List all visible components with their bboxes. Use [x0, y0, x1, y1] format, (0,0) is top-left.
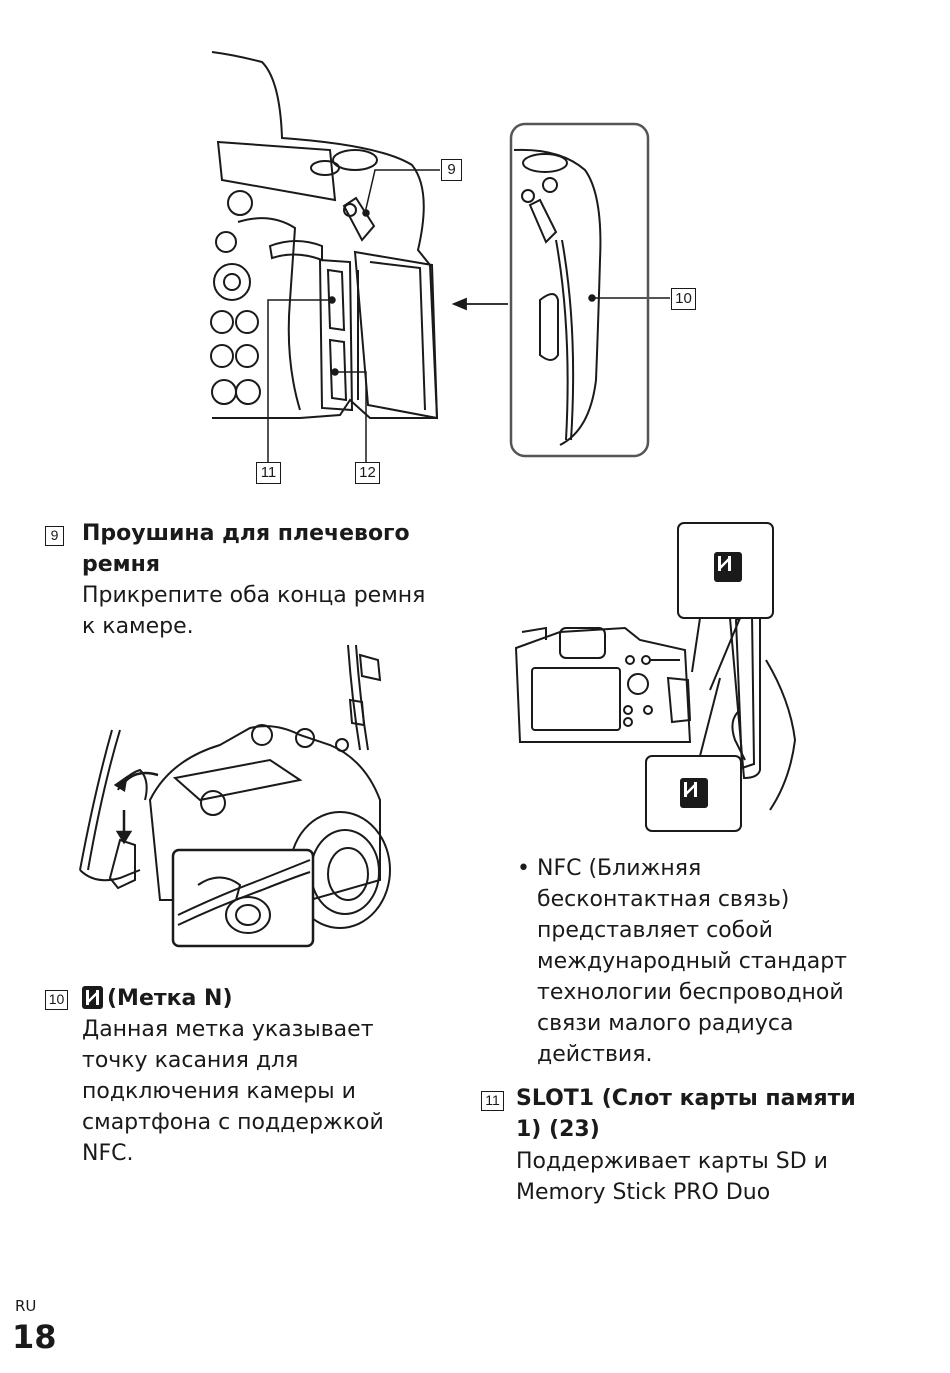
section-11-body: Поддерживает карты SD и Memory Stick PRO…	[516, 1149, 828, 1205]
section-9-body: Прикрепите оба конца ремня к камере.	[82, 583, 426, 639]
section-10-body: Данная метка указывает точку касания для…	[82, 1017, 384, 1166]
callout-10: 10	[671, 288, 696, 310]
callout-9: 9	[441, 159, 462, 181]
section-10-title: (Метка N)	[82, 983, 422, 1014]
item-number-11: 11	[481, 1091, 504, 1111]
nfc-note-list: NFC (Ближняя бесконтактная связь) предст…	[517, 853, 867, 1070]
nfc-note-item: NFC (Ближняя бесконтактная связь) предст…	[517, 853, 867, 1070]
callout-11: 11	[256, 462, 281, 484]
item-number-10: 10	[45, 990, 68, 1010]
n-mark-icon	[82, 986, 103, 1009]
language-code: RU	[15, 1297, 37, 1315]
n-mark-icon-bottom	[680, 778, 708, 808]
callout-12: 12	[355, 462, 380, 484]
camera-side-drawing	[210, 51, 670, 462]
section-11-title: SLOT1 (Слот карты памяти 1) (23)	[516, 1086, 856, 1142]
section-9-title: Проушина для плечевого ремня	[82, 521, 410, 577]
item-number-9: 9	[45, 526, 64, 546]
n-mark-icon-top	[714, 552, 742, 582]
section-10-title-text: (Метка N)	[107, 986, 233, 1011]
page-number: 18	[12, 1318, 57, 1356]
